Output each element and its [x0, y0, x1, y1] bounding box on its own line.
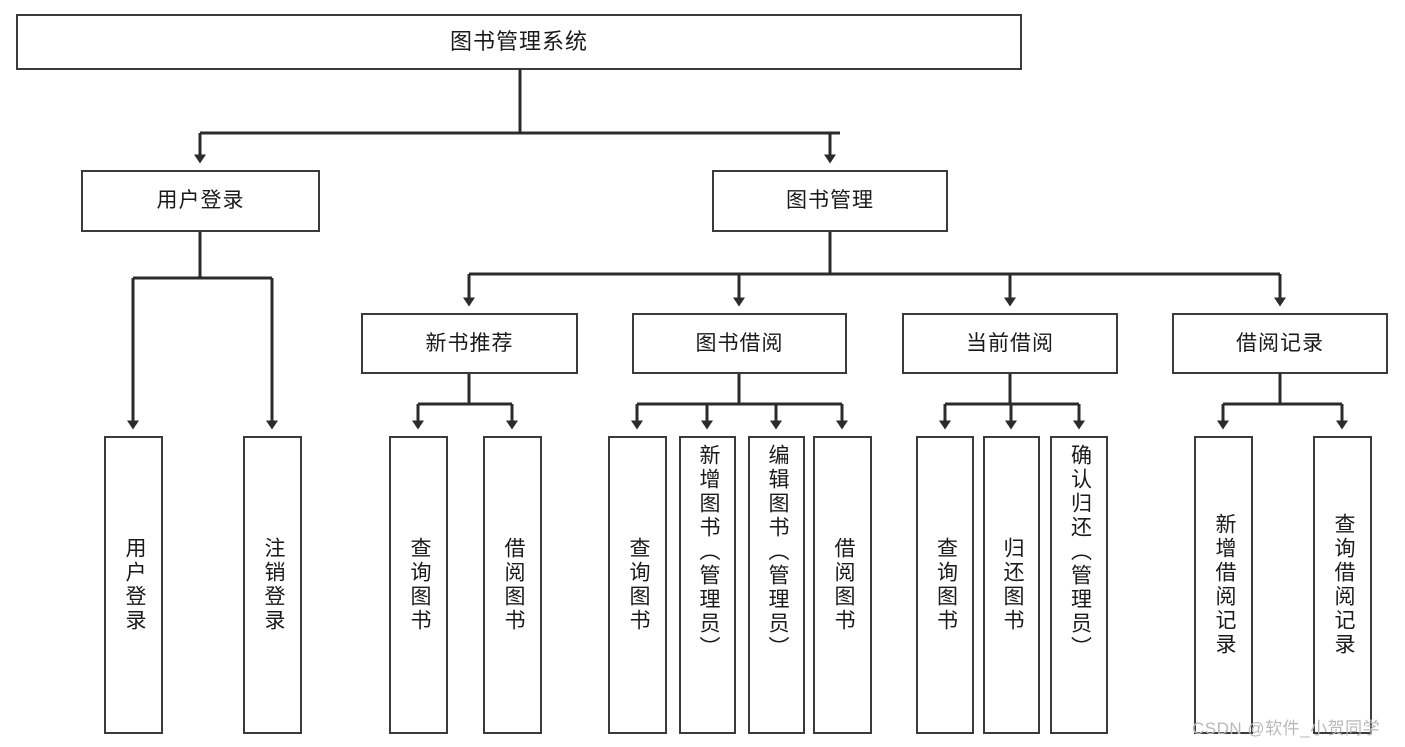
node-leaf-borrow-book-1[interactable]: 借阅图书: [483, 436, 542, 734]
node-leaf-add-record-label: 新增借阅记录: [1212, 513, 1236, 657]
node-book-management-label: 图书管理: [786, 189, 874, 213]
node-leaf-user-login-label: 用户登录: [122, 537, 146, 633]
node-borrow-record[interactable]: 借阅记录: [1172, 313, 1388, 374]
node-new-book-recommend[interactable]: 新书推荐: [361, 313, 578, 374]
node-borrow-record-label: 借阅记录: [1236, 331, 1324, 355]
node-new-book-recommend-label: 新书推荐: [425, 331, 514, 355]
node-leaf-confirm-return-label: 确认归还（管理员）: [1068, 444, 1092, 660]
node-current-borrow-label: 当前借阅: [966, 331, 1054, 355]
node-leaf-query-book-1-label: 查询图书: [407, 537, 431, 633]
node-leaf-add-book[interactable]: 新增图书（管理员）: [679, 436, 736, 734]
node-leaf-logout-label: 注销登录: [261, 537, 285, 633]
node-leaf-borrow-book-2-label: 借阅图书: [831, 537, 855, 633]
node-leaf-add-record[interactable]: 新增借阅记录: [1194, 436, 1253, 734]
node-leaf-edit-book-label: 编辑图书（管理员）: [765, 444, 789, 660]
node-leaf-edit-book[interactable]: 编辑图书（管理员）: [748, 436, 805, 734]
node-leaf-query-book-2-label: 查询图书: [626, 537, 650, 633]
node-leaf-logout[interactable]: 注销登录: [243, 436, 302, 734]
node-leaf-query-record[interactable]: 查询借阅记录: [1313, 436, 1372, 734]
node-leaf-add-book-label: 新增图书（管理员）: [696, 444, 720, 660]
node-leaf-query-book-3[interactable]: 查询图书: [916, 436, 974, 734]
node-leaf-user-login[interactable]: 用户登录: [104, 436, 163, 734]
node-root-label: 图书管理系统: [449, 28, 588, 54]
node-leaf-query-book-1[interactable]: 查询图书: [389, 436, 448, 734]
node-book-borrow[interactable]: 图书借阅: [632, 313, 847, 374]
node-leaf-return-book[interactable]: 归还图书: [983, 436, 1040, 734]
node-book-management[interactable]: 图书管理: [712, 170, 948, 232]
node-current-borrow[interactable]: 当前借阅: [902, 313, 1118, 374]
node-leaf-borrow-book-2[interactable]: 借阅图书: [813, 436, 872, 734]
node-user-login-label: 用户登录: [156, 189, 245, 213]
node-leaf-return-book-label: 归还图书: [1000, 537, 1024, 633]
node-leaf-query-record-label: 查询借阅记录: [1331, 513, 1355, 657]
node-leaf-confirm-return[interactable]: 确认归还（管理员）: [1050, 436, 1108, 734]
node-book-borrow-label: 图书借阅: [695, 331, 784, 355]
node-leaf-borrow-book-1-label: 借阅图书: [501, 537, 525, 633]
node-user-login[interactable]: 用户登录: [81, 170, 320, 232]
node-leaf-query-book-3-label: 查询图书: [934, 537, 958, 633]
node-root[interactable]: 图书管理系统: [16, 14, 1022, 70]
node-leaf-query-book-2[interactable]: 查询图书: [608, 436, 667, 734]
